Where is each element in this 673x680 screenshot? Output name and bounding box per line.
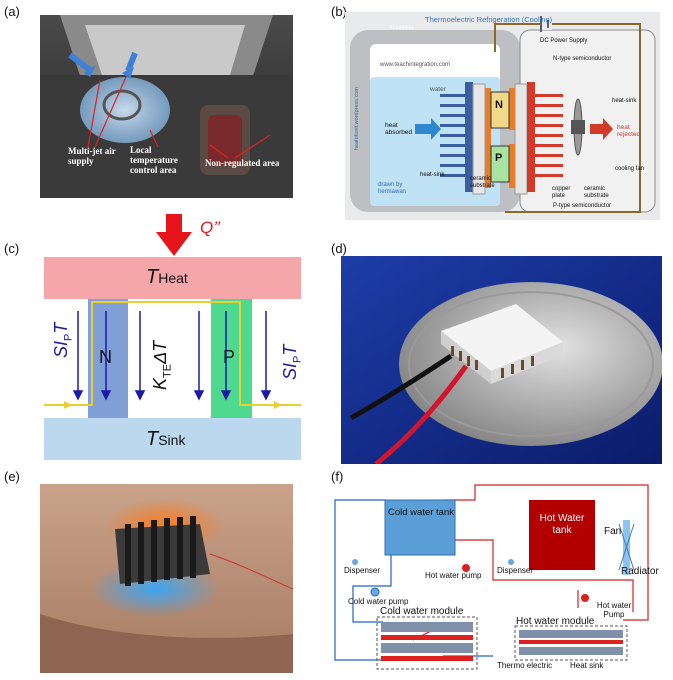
wearable-tec-photo — [40, 484, 293, 673]
insulation-label: insulation — [390, 25, 414, 31]
k-delta: ΔT — [150, 340, 170, 364]
right-si: SI — [280, 362, 300, 380]
water-label: water — [430, 86, 446, 93]
p-letter: P — [495, 152, 503, 164]
dc-power-label: DC Power Supply — [540, 38, 588, 44]
thermoelectric-diagram — [345, 12, 660, 220]
right-peltier-label: SIPT — [280, 345, 304, 380]
dispenser-left-label: Dispenser — [344, 566, 381, 575]
left-si: SI — [51, 340, 71, 358]
thermo-electric-label: Thermo electric — [497, 661, 553, 670]
cooling-fan-label: cooling fan — [615, 166, 645, 172]
tec-on-coin-photo — [341, 256, 662, 464]
fan-label: Fan — [604, 526, 622, 537]
website-label: www.teachintegration.com — [380, 62, 451, 68]
t-sink-label: TSink — [146, 428, 185, 451]
right-t: T — [280, 344, 300, 356]
hot-pump-right-label: Hot water Pump — [596, 601, 632, 619]
panel-label-b: (b) — [331, 4, 347, 19]
panel-label-d: (d) — [331, 241, 347, 256]
drawn-by-label: drawn by hermawan — [378, 182, 407, 195]
hot-module-label: Hot water module — [516, 616, 595, 627]
heat-sink-left-label: heat-sink — [420, 172, 445, 178]
k-main: K — [150, 377, 170, 390]
left-peltier-label: SIPT — [51, 323, 75, 358]
annotation-non-regulated: Non-regulated area — [205, 158, 280, 168]
dispenser-right-label: Dispenser — [497, 566, 534, 575]
left-t: T — [51, 322, 71, 334]
p-type-label: P-type semiconductor — [553, 203, 612, 209]
t-heat-label: THeat — [146, 266, 188, 289]
copper-plate-label: copper plate — [552, 186, 571, 199]
hot-tank-label: Hot Water tank — [539, 513, 585, 536]
panel-label-f: (f) — [331, 469, 344, 484]
t-heat-sub: Heat — [158, 270, 188, 286]
ceramic-right-label: ceramic substrate — [584, 186, 609, 199]
heat-plate — [44, 257, 301, 299]
t-sink-sub: Sink — [158, 432, 186, 448]
water-system-diagram — [334, 484, 649, 670]
cold-module-label: Cold water module — [380, 606, 464, 617]
left-p-sub: P — [62, 333, 75, 341]
truck-cabin-photo — [40, 15, 293, 198]
panel-label-e: (e) — [4, 469, 20, 484]
heat-absorbed-label: heat absorbed — [385, 122, 413, 136]
annotation-multi-jet: Multi-jet air supply — [68, 146, 116, 166]
q-label: Q’’ — [200, 218, 221, 237]
cold-pump-label: Cold water pump — [348, 597, 409, 606]
heat-sink-right-label: heat-sink — [612, 98, 637, 104]
annotation-local-temp: Local temperature control area — [130, 145, 178, 175]
p-leg — [211, 299, 252, 418]
t-sink-main: T — [146, 428, 159, 450]
panel-label-c: (c) — [4, 241, 20, 256]
radiator-label: Radiator — [621, 566, 659, 577]
sink-plate — [44, 418, 301, 460]
t-heat-main: T — [146, 266, 159, 288]
schematic-overlay — [44, 301, 301, 409]
n-type-label: N-type semiconductor — [553, 56, 612, 62]
panel-label-a: (a) — [4, 4, 20, 19]
heat-sink-label: Heat sink — [570, 661, 604, 670]
cold-tank-label: Cold water tank — [388, 507, 455, 518]
heat-flux-arrow-icon — [156, 214, 192, 256]
k-sub: TE — [161, 363, 174, 378]
n-leg — [88, 299, 128, 418]
right-p-sub: P — [291, 355, 304, 363]
side-website-label: heatofunit.wordpress.com — [354, 87, 360, 150]
hot-pump-left-label: Hot water pump — [425, 571, 482, 580]
heat-rejected-label: heat rejected — [617, 124, 641, 138]
conduction-label: KTEΔT — [150, 341, 174, 390]
ceramic-left-label: ceramic substrate — [470, 176, 495, 189]
n-letter: N — [495, 99, 503, 111]
diagram-title: Thermoelectric Refrigeration (Cooling) — [425, 15, 553, 24]
